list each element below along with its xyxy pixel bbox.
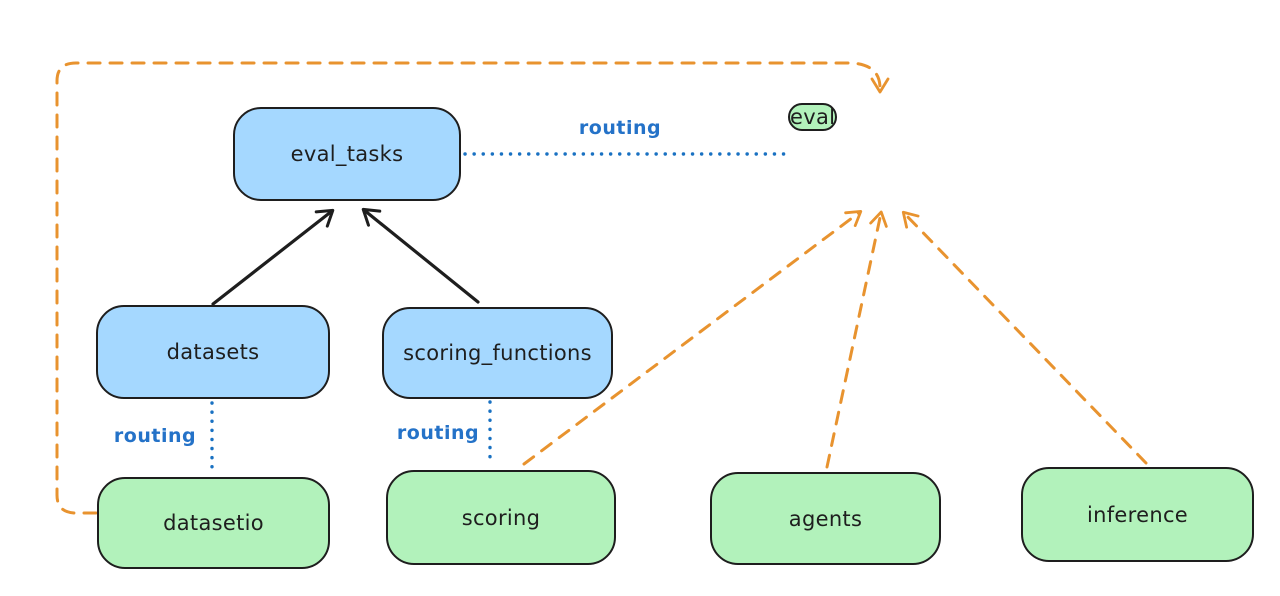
node-scoring-functions: scoring_functions	[382, 307, 613, 399]
edge-scoring-functions-to-eval-tasks	[361, 207, 480, 304]
node-agents-label: agents	[788, 506, 863, 531]
edge-datasets-to-eval-tasks	[211, 208, 335, 306]
node-datasetio: datasetio	[97, 477, 330, 569]
routing-label-eval-tasks-eval: routing	[578, 117, 662, 139]
node-datasetio-label: datasetio	[163, 511, 264, 535]
node-scoring-label: scoring	[461, 505, 541, 530]
edge-datasetio-to-eval	[55, 61, 890, 515]
edge-agents-to-eval	[825, 210, 888, 469]
node-datasets: datasets	[96, 305, 330, 399]
node-eval-tasks: eval_tasks	[233, 107, 461, 201]
node-inference-label: inference	[1086, 502, 1189, 527]
node-eval-label: eval	[790, 105, 836, 129]
node-eval-tasks-label: eval_tasks	[290, 142, 404, 166]
node-inference: inference	[1021, 467, 1254, 562]
edge-inference-to-eval	[901, 210, 1148, 465]
routing-label-datasets-datasetio: routing	[113, 425, 197, 447]
node-agents: agents	[710, 472, 941, 565]
node-scoring: scoring	[386, 470, 616, 565]
routing-label-scoring-functions-scoring: routing	[396, 422, 480, 444]
edge-scoring-to-eval	[522, 210, 863, 466]
node-datasets-label: datasets	[166, 340, 260, 364]
node-eval: eval	[788, 103, 838, 131]
node-scoring-functions-label: scoring_functions	[403, 341, 592, 365]
